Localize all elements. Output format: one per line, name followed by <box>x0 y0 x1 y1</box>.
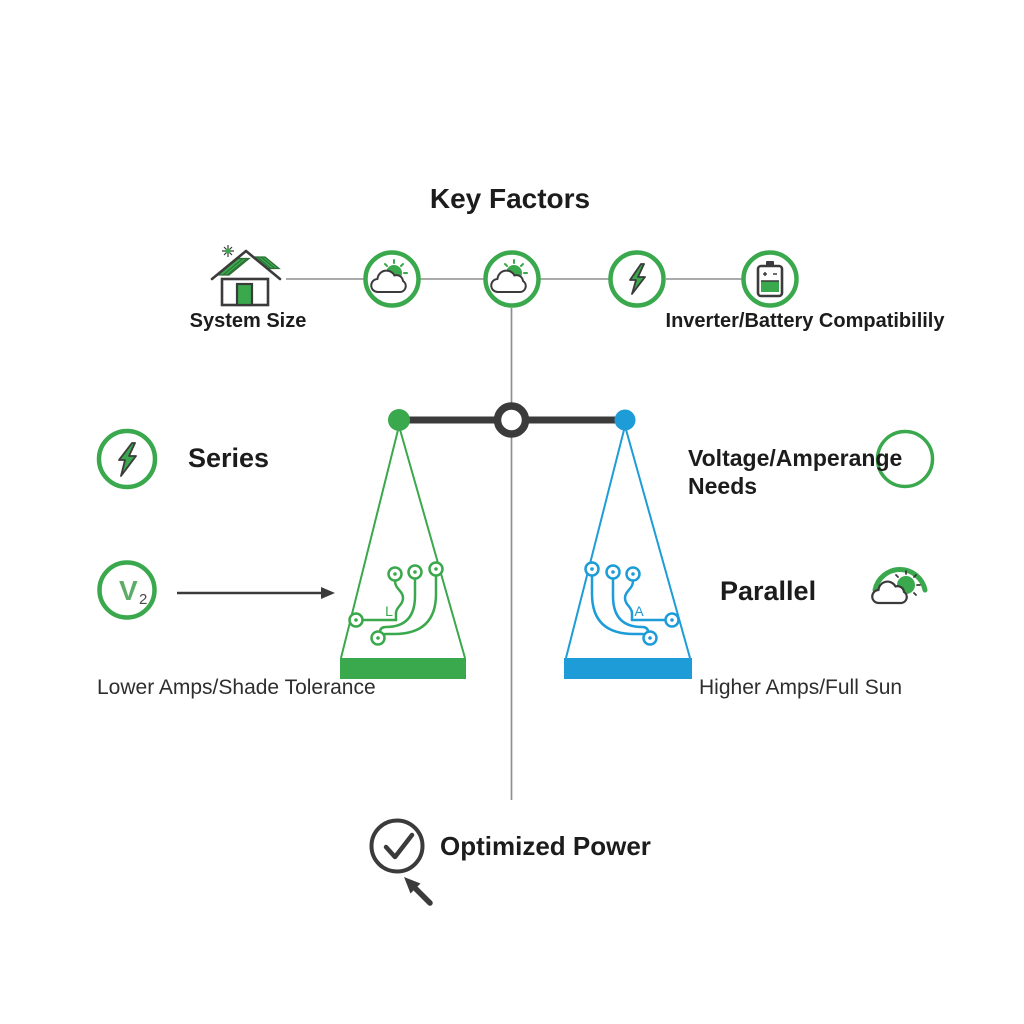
factor-node-1 <box>363 250 421 308</box>
sun-cloud-icon <box>490 259 528 294</box>
page-title: Key Factors <box>429 183 591 214</box>
factor-node-3 <box>608 250 666 308</box>
right-pan-parallel: A <box>564 425 692 679</box>
cursor-arrow-icon <box>404 877 433 906</box>
v2-letter: V <box>119 575 138 606</box>
v2-voltage-badge: V 2 <box>97 560 157 620</box>
left-pan-caption: Lower Amps/Shade Tolerance <box>97 676 376 699</box>
check-circle-icon <box>369 818 425 874</box>
system-size-label: System Size <box>189 310 307 332</box>
series-lightning-badge <box>96 428 158 490</box>
balance-scale: L <box>340 402 692 679</box>
left-pan-series: L <box>340 425 466 679</box>
house-solar-icon <box>210 245 282 307</box>
circuit-trace-icon-left: L <box>348 561 444 646</box>
left-pan-letter: L <box>385 603 393 619</box>
sparkle-icon <box>222 245 234 257</box>
voltage-needs-label: Voltage/Amperange Needs <box>688 445 903 499</box>
right-pan-letter: A <box>634 603 644 619</box>
parallel-label: Parallel <box>720 576 817 606</box>
v2-subscript: 2 <box>139 591 147 608</box>
factor-node-4 <box>741 250 799 308</box>
left-pan-hinge <box>388 409 410 431</box>
circuit-trace-icon-right: A <box>584 561 680 646</box>
balance-pivot-ring <box>493 402 530 438</box>
lightning-icon <box>629 263 646 295</box>
sun-cloud-arc-icon <box>871 567 928 605</box>
circle-outline-icon <box>875 429 935 489</box>
battery-icon <box>756 261 784 298</box>
series-label: Series <box>188 443 270 473</box>
inverter-battery-label: Inverter/Battery Compatibilily <box>665 310 945 332</box>
right-pan-hinge <box>614 409 636 431</box>
right-pan-caption: Higher Amps/Full Sun <box>699 676 903 699</box>
lightning-icon <box>118 442 137 477</box>
v2-arrow <box>177 587 335 599</box>
optimized-power-label: Optimized Power <box>440 831 651 861</box>
factor-node-2 <box>483 250 541 308</box>
sun-cloud-icon <box>370 259 408 294</box>
